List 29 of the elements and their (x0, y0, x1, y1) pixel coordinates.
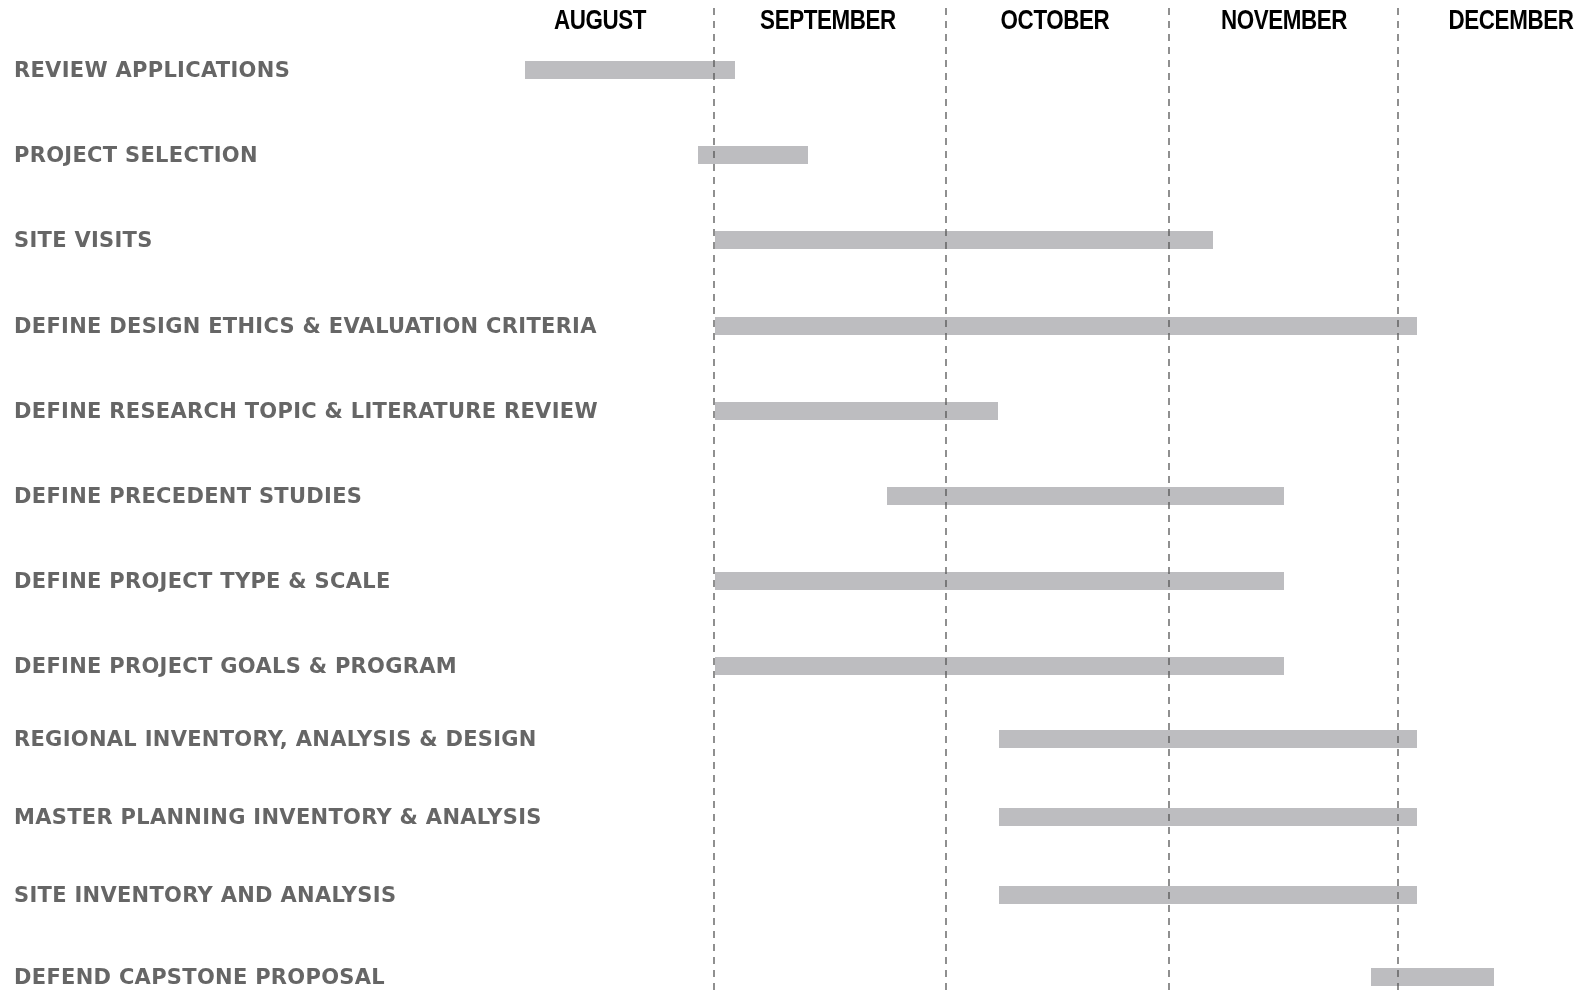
month-label: AUGUST (553, 4, 647, 36)
gantt-bar (887, 487, 1284, 505)
task-label: DEFINE RESEARCH TOPIC & LITERATURE REVIEW (14, 399, 598, 423)
gantt-bar (999, 730, 1417, 748)
task-label: REGIONAL INVENTORY, ANALYSIS & DESIGN (14, 727, 537, 751)
gantt-bar (715, 317, 1417, 335)
gantt-bar (1371, 968, 1494, 986)
task-label: DEFINE PROJECT GOALS & PROGRAM (14, 654, 457, 678)
gantt-bar (999, 808, 1417, 826)
task-label: MASTER PLANNING INVENTORY & ANALYSIS (14, 805, 542, 829)
gantt-bar (715, 572, 1284, 590)
gantt-bar (715, 231, 1213, 249)
task-label: PROJECT SELECTION (14, 143, 258, 167)
task-label: SITE VISITS (14, 228, 153, 252)
task-label: DEFINE PRECEDENT STUDIES (14, 484, 363, 508)
gantt-bar (698, 146, 808, 164)
task-label: REVIEW APPLICATIONS (14, 58, 291, 82)
task-label: DEFINE PROJECT TYPE & SCALE (14, 569, 391, 593)
gantt-bar (525, 61, 735, 79)
month-label: DECEMBER (1448, 4, 1574, 36)
gantt-bar (715, 657, 1284, 675)
gantt-bar (999, 886, 1417, 904)
task-label: SITE INVENTORY AND ANALYSIS (14, 883, 397, 907)
task-label: DEFEND CAPSTONE PROPOSAL (14, 965, 385, 989)
task-label: DEFINE DESIGN ETHICS & EVALUATION CRITERIA (14, 314, 597, 338)
month-label: OCTOBER (1000, 4, 1110, 36)
gantt-bar (715, 402, 998, 420)
month-label: NOVEMBER (1220, 4, 1348, 36)
month-label: SEPTEMBER (760, 4, 896, 36)
